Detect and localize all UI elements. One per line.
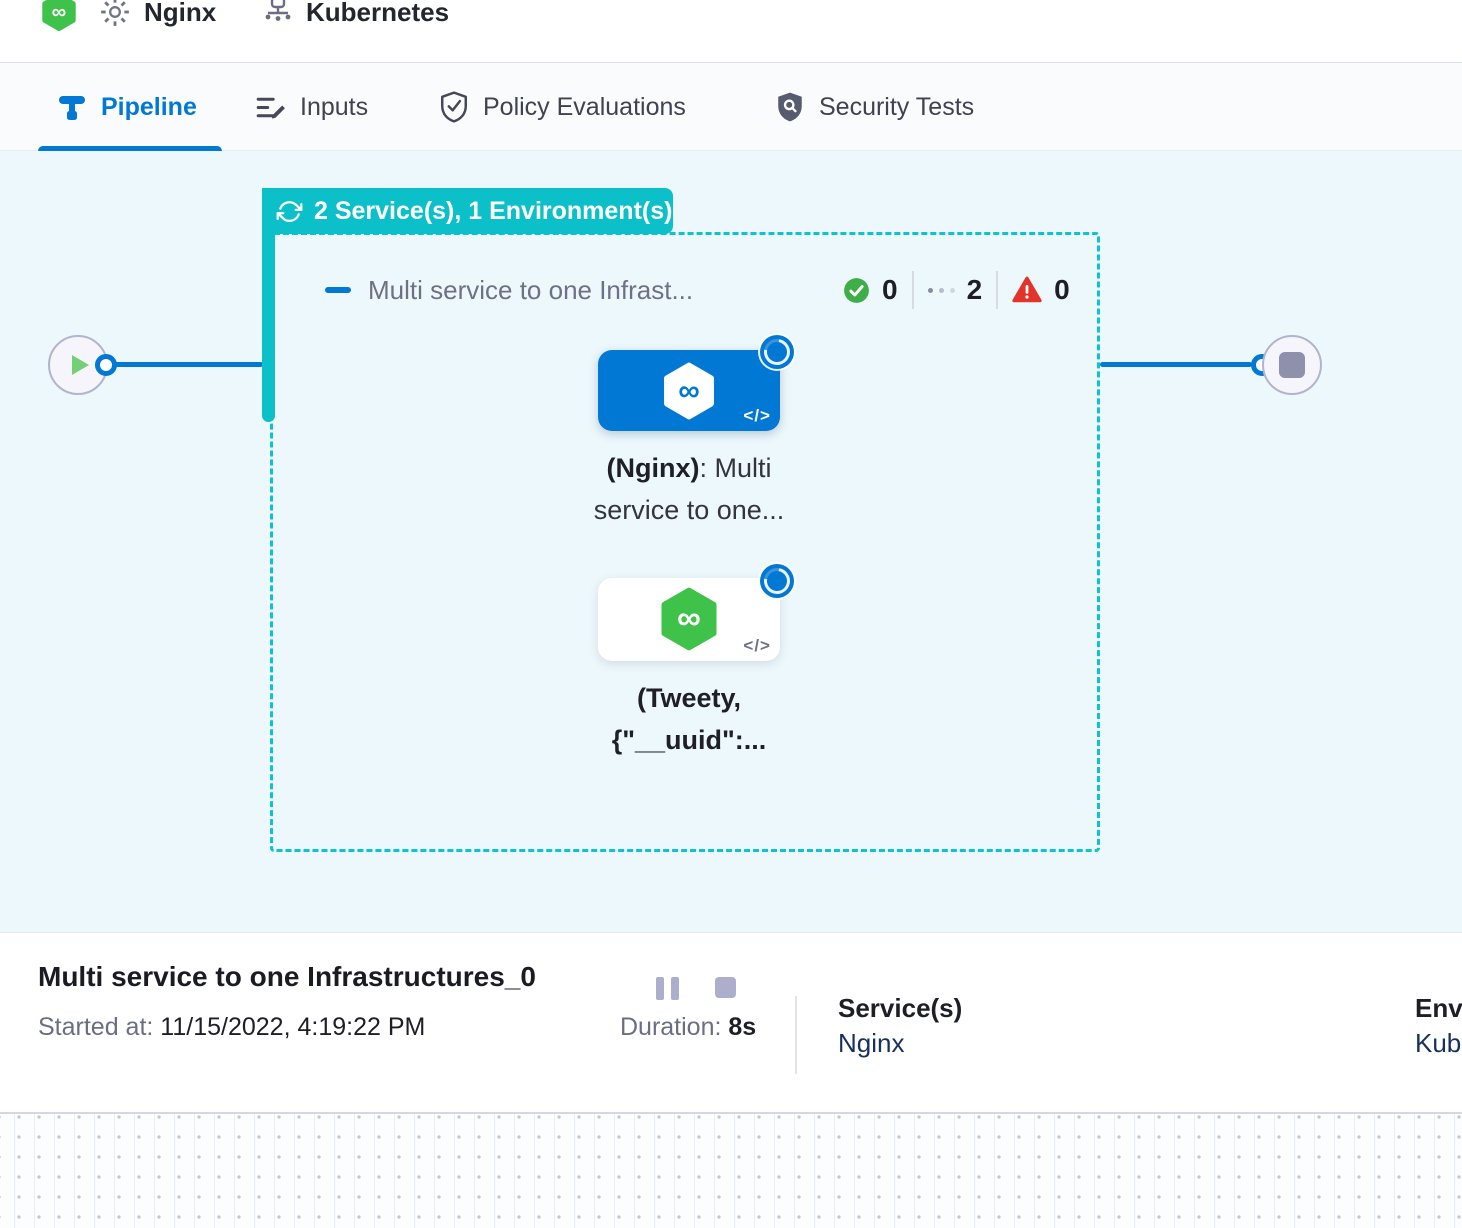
tab-policy-evaluations-label: Policy Evaluations [483, 92, 686, 121]
shield-search-icon [778, 92, 802, 122]
stop-icon [715, 977, 736, 998]
running-dots-icon [927, 287, 955, 293]
success-check-icon [844, 277, 869, 303]
code-tag: </> [743, 636, 771, 655]
node-running-spinner [760, 564, 794, 598]
play-icon [72, 355, 89, 375]
stage-status-counts: 0 2 0 [843, 270, 1070, 310]
stop-icon [1279, 352, 1305, 378]
stage-group-boundary [270, 232, 1100, 852]
svg-text:∞: ∞ [677, 600, 701, 637]
started-at-row: Started at: 11/15/2022, 4:19:22 PM [38, 1013, 426, 1041]
shield-check-icon [440, 91, 468, 123]
breadcrumb-environment-label: Kubernetes [306, 0, 450, 27]
harness-logo: ∞ [40, 0, 78, 36]
tab-policy-evaluations[interactable]: Policy Evaluations [438, 63, 686, 151]
loop-icon [276, 200, 303, 222]
tab-inputs[interactable]: Inputs [254, 63, 368, 151]
connector-start-to-stage [106, 362, 263, 367]
pipeline-icon [59, 96, 85, 120]
stage-title: Multi service to one Infrast... [368, 275, 694, 305]
node-tweety[interactable]: ∞ </> [598, 578, 780, 661]
tab-inputs-label: Inputs [300, 92, 369, 121]
services-value-link[interactable]: Nginx [838, 1028, 905, 1058]
count-divider [996, 271, 999, 309]
count-divider [911, 271, 914, 309]
stage-badge[interactable]: 2 Service(s), 1 Environment(s) [262, 188, 673, 234]
failed-warning-icon [1012, 276, 1042, 303]
collapse-stage-icon[interactable] [325, 287, 351, 293]
breadcrumb-pipeline-label: Nginx [144, 0, 217, 27]
cluster-icon [265, 0, 291, 21]
console-dot-grid [0, 1112, 1462, 1228]
gear-icon [101, 0, 129, 26]
tab-pipeline[interactable]: Pipeline [56, 63, 197, 151]
pause-icon [656, 977, 680, 1000]
environments-label: Environment(s) [1415, 993, 1462, 1023]
breadcrumb-header: ∞ Nginx Kubernetes [0, 0, 1462, 62]
success-count: 0 [882, 274, 898, 305]
active-tab-underline [38, 146, 222, 151]
node-tweety-label: (Tweety, {"__uuid":... [611, 683, 767, 755]
tab-pipeline-label: Pipeline [101, 92, 197, 121]
stage-badge-label: 2 Service(s), 1 Environment(s) [314, 196, 673, 225]
footer-divider [795, 996, 797, 1074]
pause-button[interactable] [656, 977, 680, 1001]
harness-hexagon-logo-icon: ∞ [42, 0, 76, 31]
tab-bar [0, 63, 1462, 151]
header-divider [0, 62, 1462, 63]
node-nginx-label: (Nginx): Multi service to one... [593, 453, 785, 525]
execution-info-bar: Multi service to one Infrastructures_0 S… [0, 932, 1462, 1112]
connector-stage-to-end [1100, 362, 1252, 367]
svg-text:∞: ∞ [678, 374, 700, 407]
pipeline-canvas: 2 Service(s), 1 Environment(s) Multi ser… [0, 151, 1462, 932]
execution-title: Multi service to one Infrastructures_0 [38, 961, 536, 992]
breadcrumb-environment[interactable]: Kubernetes [262, 0, 449, 36]
duration-row: Duration: 8s [620, 1013, 757, 1041]
breadcrumb-pipeline[interactable]: Nginx [98, 0, 216, 36]
environments-value-link[interactable]: Kubernetes [1415, 1028, 1462, 1058]
tab-security-tests[interactable]: Security Tests [774, 63, 974, 151]
services-label: Service(s) [838, 993, 963, 1023]
tab-security-tests-label: Security Tests [819, 92, 975, 121]
node-nginx[interactable]: ∞ </> [598, 350, 780, 431]
end-node[interactable] [1262, 335, 1322, 395]
running-count: 2 [966, 274, 983, 305]
code-tag: </> [743, 406, 771, 425]
abort-button[interactable] [715, 977, 739, 1001]
node-running-spinner [760, 335, 794, 369]
failed-count: 0 [1054, 274, 1070, 305]
start-node-port [95, 354, 117, 376]
stage-loop-bar [262, 188, 275, 422]
harness-service-icon: ∞ [664, 362, 714, 420]
inputs-edit-icon [256, 97, 285, 118]
svg-text:∞: ∞ [52, 0, 67, 23]
harness-service-icon: ∞ [661, 587, 717, 651]
